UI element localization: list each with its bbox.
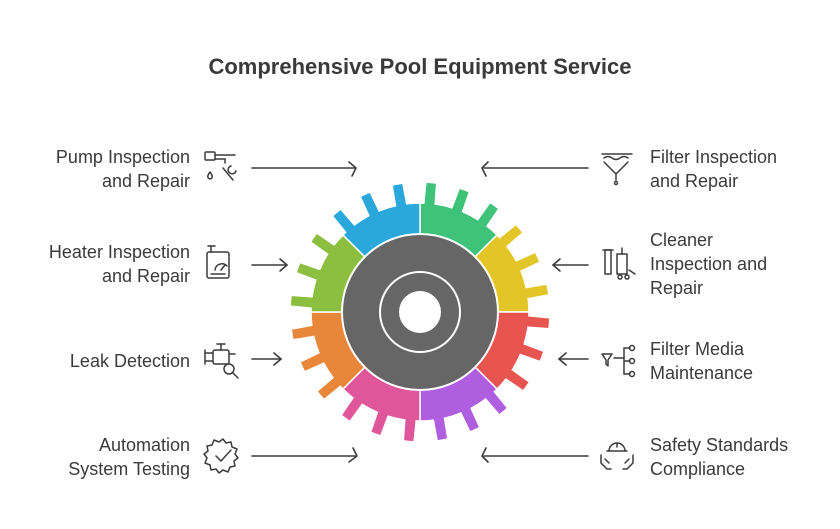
item-label-line: Repair <box>650 278 703 298</box>
pipe-magnifier-icon <box>204 343 239 379</box>
gear-center-hole <box>399 291 441 333</box>
item-heater: Heater Inspection and Repair <box>49 242 288 286</box>
gear-check-icon <box>203 438 239 474</box>
arrow-head <box>348 447 358 463</box>
item-leak: Leak Detection <box>70 343 282 379</box>
item-filter: Filter Inspection and Repair <box>481 147 777 191</box>
item-label-line: Pump Inspection <box>56 147 190 167</box>
item-label-line: Automation <box>99 435 190 455</box>
item-label-line: and Repair <box>102 171 190 191</box>
central-gear <box>289 181 551 443</box>
item-automation: Automation System Testing <box>68 435 358 479</box>
filter-media-icon <box>601 344 636 378</box>
arrow-head <box>558 352 567 366</box>
item-label-line: System Testing <box>68 459 190 479</box>
item-label-line: Heater Inspection <box>49 242 190 262</box>
item-label-line: Maintenance <box>650 363 753 383</box>
arrow-head <box>481 447 489 463</box>
item-pump: Pump Inspection and Repair <box>56 147 357 191</box>
item-label-line: Compliance <box>650 459 745 479</box>
page-title: Comprehensive Pool Equipment Service <box>208 54 631 79</box>
filter-funnel-icon <box>601 153 633 186</box>
arrow-head <box>279 258 288 272</box>
arrow-head <box>348 161 357 177</box>
heater-gauge-icon <box>206 245 230 279</box>
gear-hub-ring <box>379 271 461 353</box>
hardhat-hands-icon <box>600 442 634 470</box>
item-safety: Safety Standards Compliance <box>481 435 788 479</box>
item-label-line: Filter Inspection <box>650 147 777 167</box>
item-label-line: and Repair <box>102 266 190 286</box>
arrow-head <box>273 352 282 366</box>
item-label-line: Inspection and <box>650 254 767 274</box>
item-label-line: and Repair <box>650 171 738 191</box>
faucet-wrench-icon <box>204 151 237 181</box>
arrow-head <box>552 258 561 272</box>
item-label-line: Cleaner <box>650 230 713 250</box>
item-label-line: Filter Media <box>650 339 745 359</box>
item-label-line: Leak Detection <box>70 351 190 371</box>
item-cleaner: Cleaner Inspection and Repair <box>552 230 767 298</box>
item-filter-media: Filter Media Maintenance <box>558 339 753 383</box>
pool-cleaner-icon <box>602 247 636 280</box>
item-label-line: Safety Standards <box>650 435 788 455</box>
arrow-head <box>481 161 489 177</box>
